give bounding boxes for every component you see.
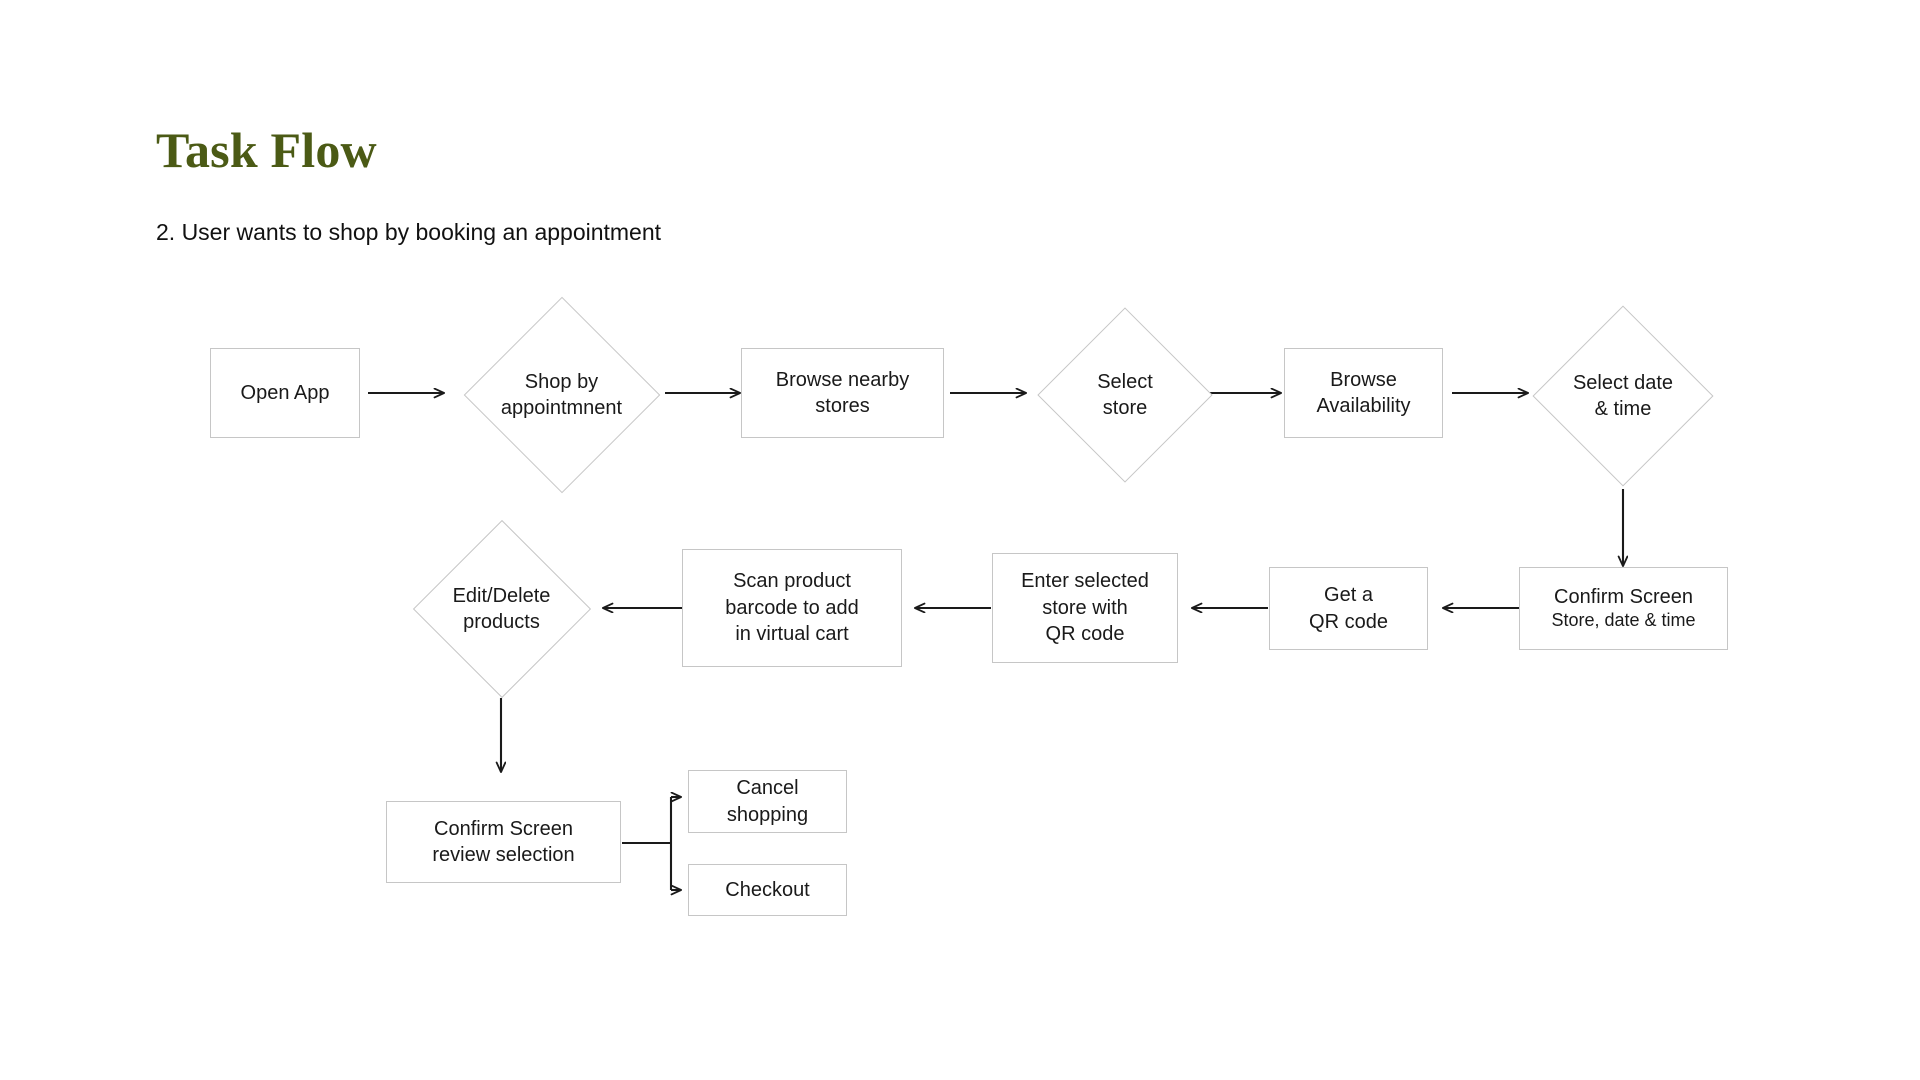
node-label: Confirm Screen review selection — [432, 817, 575, 866]
node-label: Edit/Delete products — [452, 584, 551, 633]
node-label: Browse nearby stores — [775, 368, 910, 417]
node-label: Shop by appointmnent — [500, 370, 623, 419]
page-title: Task Flow — [156, 122, 377, 178]
node-edit-delete-products[interactable]: Edit/Delete products — [409, 519, 594, 699]
node-scan-product-barcode[interactable]: Scan product barcode to add in virtual c… — [682, 549, 902, 667]
node-browse-availability[interactable]: Browse Availability — [1284, 348, 1443, 438]
node-label: Scan product barcode to add in virtual c… — [725, 570, 859, 646]
node-label: Cancel shopping — [726, 777, 809, 826]
node-confirm-screen-review[interactable]: Confirm Screen review selection — [386, 801, 621, 883]
node-browse-nearby-stores[interactable]: Browse nearby stores — [741, 348, 944, 438]
node-label: Checkout — [725, 878, 810, 901]
node-label: Select store — [1097, 370, 1153, 419]
node-get-qr-code[interactable]: Get a QR code — [1269, 567, 1428, 650]
node-select-store[interactable]: Select store — [1037, 305, 1213, 485]
node-label: Get a QR code — [1309, 584, 1388, 633]
node-confirm-screen-booking[interactable]: Confirm Screen Store, date & time — [1519, 567, 1728, 650]
node-shop-by-appointment[interactable]: Shop by appointmnent — [459, 296, 664, 494]
node-label: Open App — [240, 381, 330, 404]
node-label: Select date & time — [1572, 371, 1674, 420]
node-label: Enter selected store with QR code — [1021, 570, 1149, 646]
node-open-app[interactable]: Open App — [210, 348, 360, 438]
node-cancel-shopping[interactable]: Cancel shopping — [688, 770, 847, 833]
page-subtitle: 2. User wants to shop by booking an appo… — [156, 219, 662, 245]
node-label: Browse Availability — [1316, 368, 1411, 417]
node-label: Confirm Screen — [1554, 585, 1693, 608]
node-sublabel: Store, date & time — [1551, 610, 1696, 630]
node-checkout[interactable]: Checkout — [688, 864, 847, 916]
node-select-date-time[interactable]: Select date & time — [1530, 303, 1716, 489]
node-enter-selected-store[interactable]: Enter selected store with QR code — [992, 553, 1178, 663]
